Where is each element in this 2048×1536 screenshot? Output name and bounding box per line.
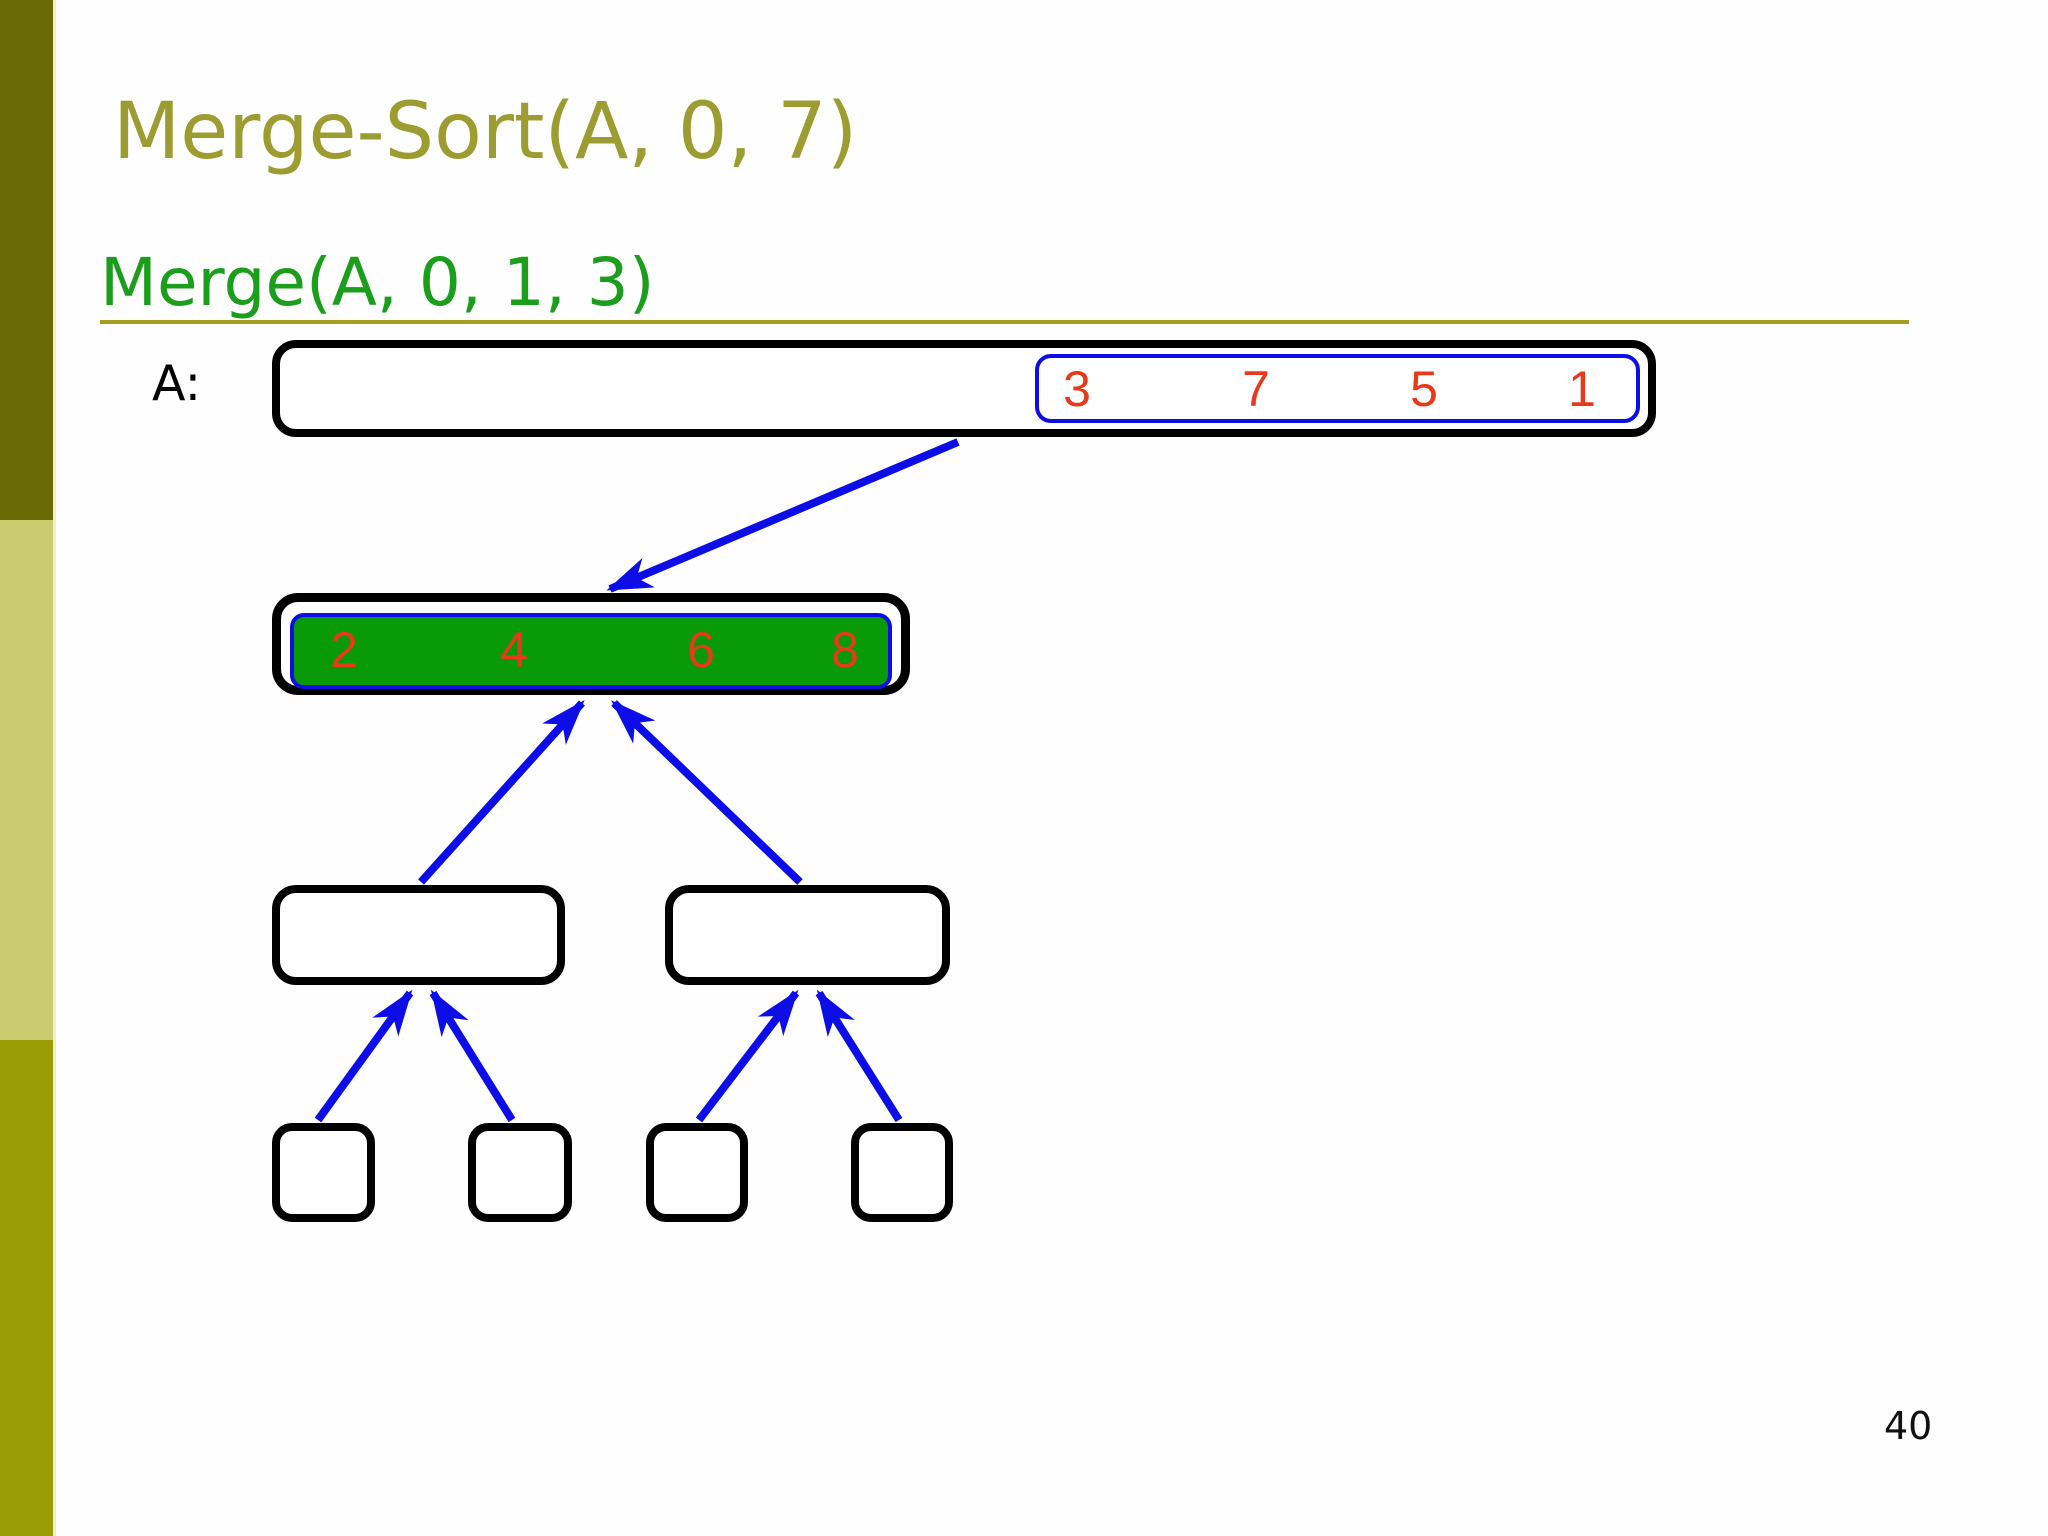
array-value: 5 (1410, 361, 1438, 417)
sidebar-edge-line (53, 0, 56, 1536)
array-label: A: (152, 355, 202, 412)
leaf-box-4 (851, 1123, 953, 1222)
merged-value: 4 (500, 622, 528, 678)
left-half-subarray-box (272, 885, 565, 985)
right-half-range-box: 3 7 5 1 (1035, 354, 1640, 423)
array-value: 3 (1063, 361, 1091, 417)
merged-value: 8 (831, 622, 859, 678)
sidebar-accent-bar (0, 0, 56, 1536)
arrow-midright-to-merged (611, 700, 803, 885)
slide-title: Merge-Sort(A, 0, 7) (113, 87, 858, 177)
subtitle-underline (100, 320, 1909, 324)
leaf-box-3 (646, 1123, 748, 1222)
array-value: 1 (1568, 361, 1596, 417)
array-value: 7 (1242, 361, 1270, 417)
merged-value: 2 (330, 622, 358, 678)
arrow-leaf3-to-midright (695, 989, 800, 1123)
merge-call-label: Merge(A, 0, 1, 3) (100, 244, 655, 321)
array-A-box: 3 7 5 1 (272, 340, 1656, 437)
sidebar-segment-middle (0, 520, 53, 1040)
sidebar-segment-bottom (0, 1040, 53, 1536)
arrow-leaf4-to-midright (815, 989, 903, 1123)
arrow-array-to-merged (606, 438, 960, 593)
arrow-midleft-to-merged (418, 700, 585, 885)
arrow-leaf2-to-midleft (429, 989, 516, 1123)
leaf-box-2 (468, 1123, 572, 1222)
merged-subarray-highlight: 2 4 6 8 (290, 613, 892, 689)
page-number: 40 (1884, 1404, 1933, 1448)
arrow-leaf1-to-midleft (314, 989, 414, 1123)
sidebar-segment-top (0, 0, 53, 520)
right-half-subarray-box (665, 885, 950, 985)
merged-value: 6 (687, 622, 715, 678)
leaf-box-1 (272, 1123, 375, 1222)
merged-subarray-box: 2 4 6 8 (272, 593, 910, 695)
